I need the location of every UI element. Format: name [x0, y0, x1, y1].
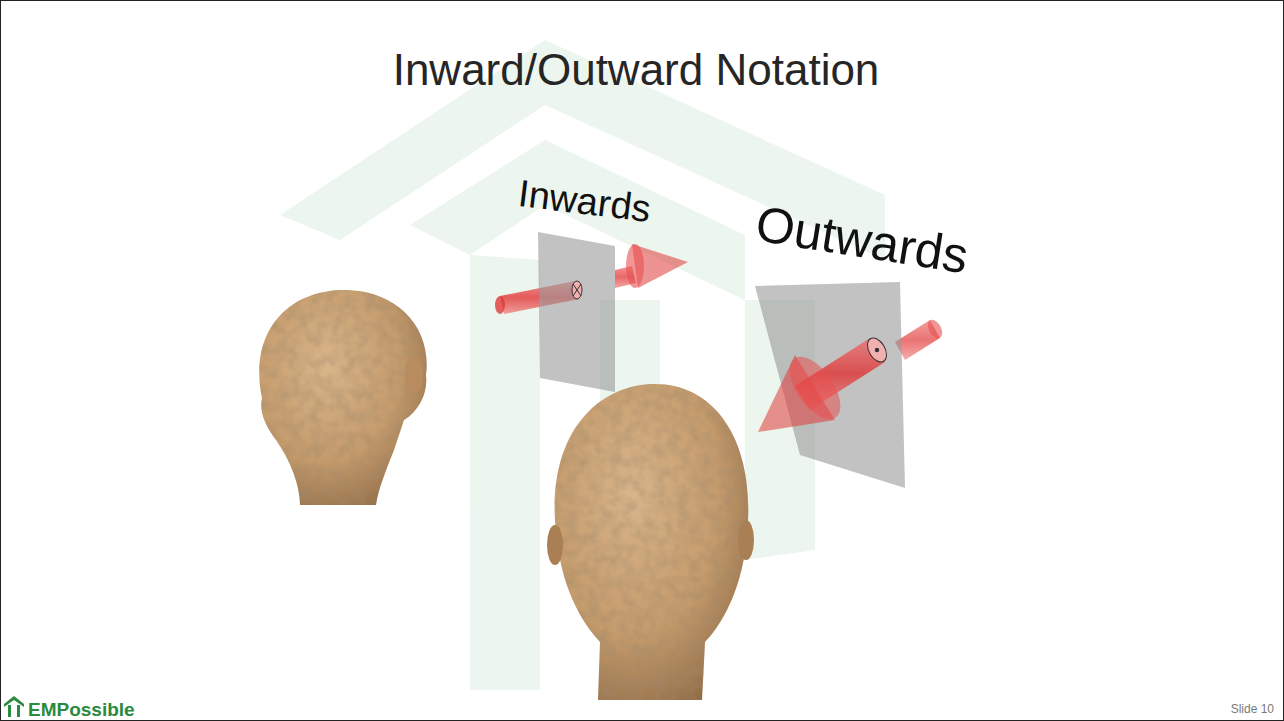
- head-figure: [259, 290, 426, 505]
- slide-number: Slide 10: [1231, 703, 1274, 715]
- logo-text: EMPossible: [28, 700, 135, 719]
- inward-arrow: [572, 244, 688, 299]
- plane: [755, 282, 905, 488]
- slide-title: Inward/Outward Notation: [0, 48, 1278, 92]
- outward-arrow: [758, 335, 890, 432]
- outward-arrow: [895, 317, 945, 360]
- plane: [538, 232, 615, 392]
- plane-label: Outwards: [752, 199, 971, 282]
- logo-icon: [4, 696, 24, 717]
- head-figure: [547, 384, 754, 700]
